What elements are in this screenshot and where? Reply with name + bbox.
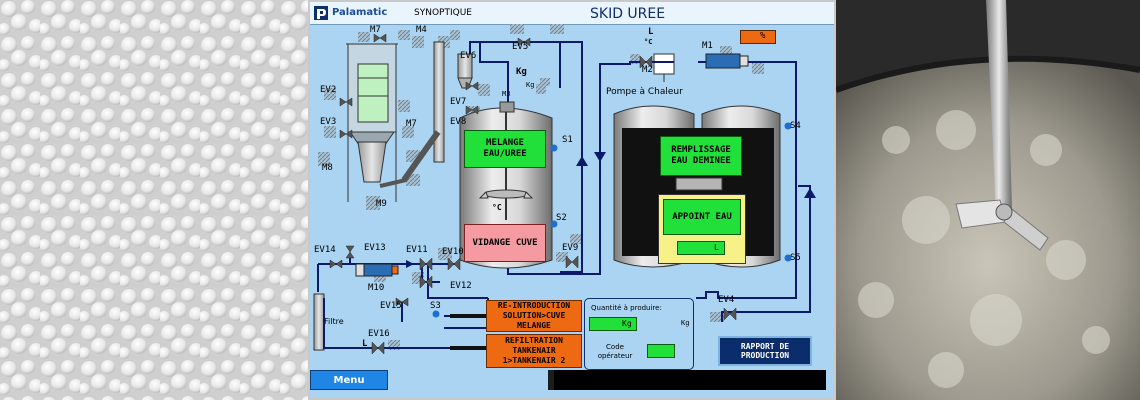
water-topup-panel: APPOINT EAU L xyxy=(658,194,746,264)
quantity-field[interactable]: Kg xyxy=(589,317,637,331)
unit-degc-tank: °C xyxy=(492,203,502,212)
valve-label-ev11[interactable]: EV11 xyxy=(406,245,428,255)
agitator-photo-illustration xyxy=(836,0,1140,400)
message-bar xyxy=(548,370,826,390)
screw-conveyor xyxy=(379,41,445,188)
motor-label-m1: M1 xyxy=(702,41,713,51)
hmi-screen: Palamatic SYNOPTIQUE SKID UREE % xyxy=(310,2,834,398)
section-label: SYNOPTIQUE xyxy=(414,8,472,18)
flow-arrows xyxy=(406,152,816,268)
valve-label-ev5[interactable]: EV5 xyxy=(512,42,529,52)
sensor-label-s1: S1 xyxy=(562,135,573,145)
valve-label-ev3[interactable]: EV3 xyxy=(320,117,337,127)
motor-label-m10: M10 xyxy=(368,283,385,293)
unit-l-top: L xyxy=(648,27,654,37)
unit-degc-top: °C xyxy=(644,38,653,46)
pumps xyxy=(355,53,749,277)
mix-water-urea-button[interactable]: MELANGE EAU/UREE xyxy=(464,130,546,168)
motor-label-m4: M4 xyxy=(416,25,427,35)
valve-label-ev7[interactable]: EV7 xyxy=(450,97,467,107)
quantity-unit-outer: Kg xyxy=(681,319,690,327)
palamatic-logo-icon xyxy=(314,6,328,20)
valve-label-ev6[interactable]: EV6 xyxy=(460,51,477,61)
hmi-header: Palamatic SYNOPTIQUE SKID UREE xyxy=(310,2,834,25)
operator-code-field[interactable] xyxy=(647,344,675,358)
motor-label-m8: M8 xyxy=(322,163,333,173)
heat-pump-label: Pompe à Chaleur xyxy=(606,87,683,97)
valve-label-ev4[interactable]: EV4 xyxy=(718,295,735,305)
motor-label-m7-top: M7 xyxy=(370,25,381,35)
hmi-synoptic-panel: Palamatic SYNOPTIQUE SKID UREE % xyxy=(308,0,836,400)
brand-name: Palamatic xyxy=(332,7,388,18)
mixing-agitator-photo xyxy=(836,0,1140,400)
sensor-label-s3: S3 xyxy=(430,301,441,311)
valve-label-ev9[interactable]: EV9 xyxy=(562,243,579,253)
heat-pump-unit xyxy=(653,53,675,82)
unit-kg-small: Kg xyxy=(526,81,535,89)
percent-unit: % xyxy=(760,31,766,41)
unit-l-line: L xyxy=(362,339,368,349)
operator-code-label: Code opérateur xyxy=(597,343,633,360)
unit-kg-big: Kg xyxy=(516,67,527,77)
sensor-dots xyxy=(432,122,792,318)
valve-label-ev12[interactable]: EV12 xyxy=(450,281,472,291)
urea-prills-texture xyxy=(0,0,308,400)
valves xyxy=(329,33,737,355)
valve-label-ev13[interactable]: EV13 xyxy=(364,243,386,253)
hoses xyxy=(450,314,486,350)
filter-vessel xyxy=(313,293,325,351)
valve-label-ev2[interactable]: EV2 xyxy=(320,85,337,95)
refiltration-button[interactable]: REFILTRATION TANKENAIR 1>TANKENAIR 2 xyxy=(486,334,582,368)
valve-label-ev10[interactable]: EV10 xyxy=(442,247,464,257)
sensor-label-s5: S5 xyxy=(790,253,801,263)
water-topup-button[interactable]: APPOINT EAU xyxy=(663,199,741,235)
fill-demineralized-water-button[interactable]: REMPLISSAGE EAU DEMINEE xyxy=(660,136,742,176)
motor-label-m2: M2 xyxy=(642,65,653,75)
equipment-blocks xyxy=(318,24,764,350)
big-bag-frame xyxy=(346,43,398,202)
water-topup-value-field[interactable]: L xyxy=(677,241,725,255)
water-topup-unit: L xyxy=(714,243,719,252)
motor-label-m3: M3 xyxy=(502,90,511,98)
production-panel: Quantité à produire: Kg Kg Code opérateu… xyxy=(584,298,694,370)
quantity-label: Quantité à produire: xyxy=(591,304,662,312)
drain-tank-button[interactable]: VIDANGE CUVE xyxy=(464,224,546,262)
sensor-label-s4: S4 xyxy=(790,121,801,131)
menu-button[interactable]: Menu xyxy=(310,370,388,390)
valve-label-ev16[interactable]: EV16 xyxy=(368,329,390,339)
filter-label: Filtre xyxy=(324,317,344,326)
sensor-label-s2: S2 xyxy=(556,213,567,223)
motor-label-m9: M9 xyxy=(376,199,387,209)
valve-label-ev8[interactable]: EV8 xyxy=(450,117,467,127)
valve-label-ev14[interactable]: EV14 xyxy=(314,245,336,255)
production-report-button[interactable]: RAPPORT DE PRODUCTION xyxy=(718,336,812,366)
percent-display: % xyxy=(740,30,776,44)
quantity-unit-inner: Kg xyxy=(622,319,632,328)
urea-prills-photo xyxy=(0,0,308,400)
page-title: SKID UREE xyxy=(590,6,666,22)
valve-label-ev15[interactable]: EV15 xyxy=(380,301,402,311)
motor-label-m7: M7 xyxy=(406,119,417,129)
reintroduction-button[interactable]: RE-INTRODUCTION SOLUTION>CUVE MELANGE xyxy=(486,300,582,332)
